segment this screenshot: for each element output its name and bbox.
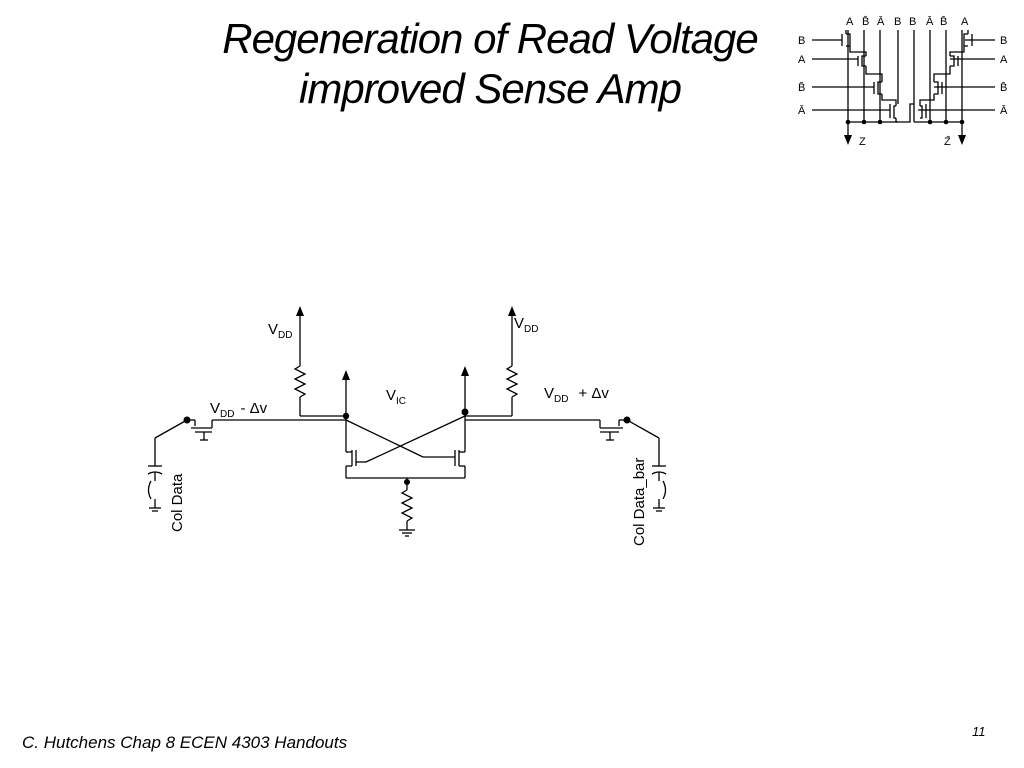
logic-input-left: A: [798, 54, 806, 66]
logic-input-left: Ā: [798, 105, 806, 117]
logic-input-right: A: [1000, 54, 1008, 66]
logic-top-label: B: [894, 16, 901, 28]
label-col-data-bar: Col Data_bar: [631, 458, 648, 546]
footer-text: C. Hutchens Chap 8 ECEN 4303 Handouts: [22, 733, 348, 752]
logic-output-zbar: Z̄: [944, 135, 951, 148]
logic-top-label: Ā: [926, 16, 934, 28]
logic-input-right: B̄: [1000, 81, 1007, 94]
title-line-1: Regeneration of Read Voltage: [222, 15, 759, 62]
sense-amp-circuit: VDD VDD VIC VDD- Δv VDD+ Δv Col Data Col…: [147, 306, 667, 546]
logic-top-label: B̄: [940, 15, 947, 28]
slide-title: Regeneration of Read Voltage improved Se…: [180, 14, 800, 114]
logic-input-left: B̄: [798, 81, 805, 94]
logic-top-label: A: [961, 16, 969, 28]
label-col-data: Col Data: [169, 473, 186, 532]
label-vdd-plus-dv: VDD+ Δv: [544, 385, 609, 405]
label-vdd-minus-dv: VDD- Δv: [210, 400, 268, 420]
logic-top-label: A: [846, 16, 854, 28]
logic-schematic: A B̄ Ā B B Ā B̄ A B A B̄ Ā B A B̄ Ā: [798, 15, 1008, 148]
label-vic: VIC: [386, 387, 406, 407]
logic-input-right: B: [1000, 35, 1007, 47]
logic-top-label: B: [909, 16, 916, 28]
page-number: 11: [972, 724, 986, 739]
resistor-right: [505, 365, 519, 398]
logic-output-z: Z: [859, 136, 866, 148]
logic-top-label: Ā: [877, 16, 885, 28]
resistor-left: [293, 365, 307, 398]
resistor-tail: [400, 489, 414, 522]
title-line-2: improved Sense Amp: [299, 65, 682, 112]
label-vdd-right: VDD: [514, 315, 538, 335]
logic-input-right: Ā: [1000, 105, 1008, 117]
logic-input-left: B: [798, 35, 805, 47]
logic-top-label: B̄: [862, 15, 869, 28]
label-vdd-left: VDD: [268, 321, 292, 341]
